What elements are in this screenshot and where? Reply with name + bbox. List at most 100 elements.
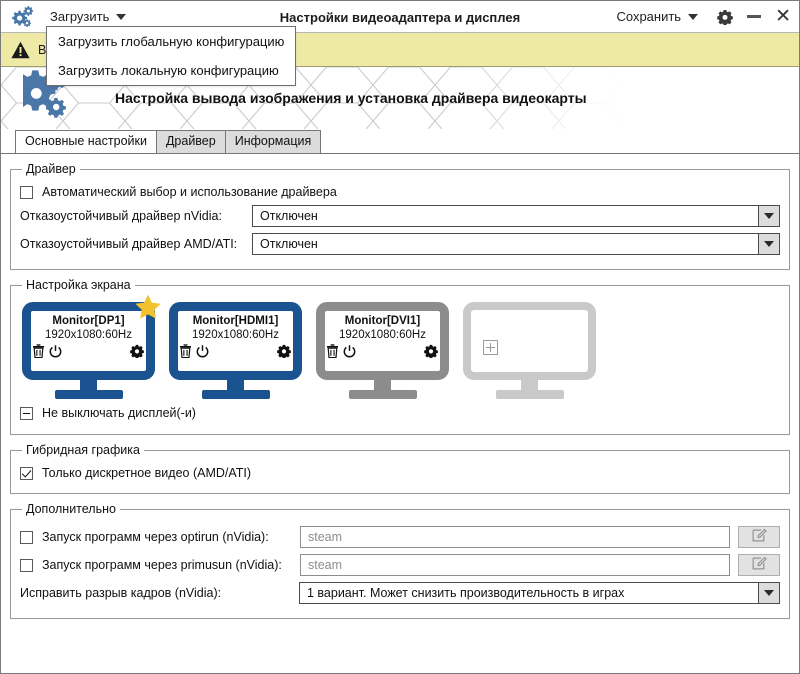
tearing-fix-select[interactable]: 1 вариант. Может снизить производительно… — [299, 582, 780, 604]
chevron-down-icon — [688, 13, 699, 20]
tab-information[interactable]: Информация — [224, 130, 322, 153]
hybrid-graphics-group: Гибридная графика Только дискретное виде… — [10, 443, 790, 494]
power-icon[interactable] — [343, 344, 356, 361]
titlebar-actions: Сохранить ✕ — [611, 6, 791, 27]
minimize-icon — [747, 15, 762, 18]
warning-text: В — [38, 42, 47, 57]
optirun-edit-button[interactable] — [738, 526, 780, 548]
gears-icon — [9, 5, 35, 29]
monitor-actions — [178, 343, 293, 361]
monitor-stand-neck — [227, 380, 244, 391]
auto-driver-checkbox[interactable] — [20, 185, 33, 199]
tab-driver[interactable]: Драйвер — [155, 130, 226, 153]
tearing-fix-label: Исправить разрыв кадров (nVidia): — [20, 586, 222, 600]
monitor-frame — [169, 302, 302, 380]
trash-icon[interactable] — [326, 344, 339, 361]
monitor-stand-neck — [374, 380, 391, 391]
save-menu-button[interactable]: Сохранить — [611, 6, 703, 27]
monitor-name: Monitor[HDMI1] — [192, 315, 279, 327]
chevron-down-icon — [758, 234, 779, 254]
power-icon[interactable] — [49, 344, 62, 361]
primusrun-input[interactable]: steam — [300, 554, 730, 576]
monitor-actions — [325, 343, 440, 361]
nvidia-fallback-select[interactable]: Отключен — [252, 205, 780, 227]
monitor-stand-base — [496, 390, 564, 399]
auto-driver-label: Автоматический выбор и использование дра… — [42, 185, 337, 199]
monitor-stand-base — [349, 390, 417, 399]
discrete-only-checkbox[interactable] — [20, 466, 33, 480]
title-bar: Загрузить Настройки видеоадаптера и дисп… — [1, 1, 799, 86]
save-menu-label: Сохранить — [616, 9, 682, 24]
primusrun-edit-button[interactable] — [738, 554, 780, 576]
screen-group-legend: Настройка экрана — [26, 278, 131, 292]
minimize-button[interactable] — [747, 15, 762, 18]
load-menu-label: Загрузить — [50, 9, 110, 24]
auto-driver-row[interactable]: Автоматический выбор и использование дра… — [20, 185, 780, 199]
trash-icon[interactable] — [32, 344, 45, 361]
monitor-card[interactable]: Monitor[DP1] 1920x1080:60Hz — [22, 294, 161, 399]
additional-group-legend: Дополнительно — [26, 502, 116, 516]
optirun-label: Запуск программ через optirun (nVidia): — [42, 530, 269, 544]
load-menu-button[interactable]: Загрузить — [45, 6, 131, 27]
nvidia-fallback-value: Отключен — [260, 209, 318, 223]
driver-group: Драйвер Автоматический выбор и использов… — [10, 162, 790, 270]
monitor-add-card[interactable] — [463, 302, 596, 399]
monitor-resolution: 1920x1080:60Hz — [339, 329, 426, 341]
monitor-list: Monitor[DP1] 1920x1080:60Hz — [20, 294, 780, 400]
power-icon[interactable] — [196, 344, 209, 361]
primusrun-label: Запуск программ через primusun (nVidia): — [42, 558, 282, 572]
chevron-down-icon — [758, 583, 779, 603]
primusrun-checkbox[interactable] — [20, 558, 33, 572]
tab-bar: Основные настройки Драйвер Информация — [1, 129, 799, 153]
amd-fallback-select[interactable]: Отключен — [252, 233, 780, 255]
monitor-stand-base — [202, 390, 270, 399]
monitor-stand-base — [55, 390, 123, 399]
no-blank-display-label: Не выключать дисплей(-и) — [42, 406, 196, 420]
menu-item-local-config[interactable]: Загрузить локальную конфигурацию — [58, 63, 279, 78]
amd-fallback-row: Отказоустойчивый драйвер AMD/ATI: Отключ… — [20, 233, 780, 255]
monitor-card[interactable]: Monitor[DVI1] 1920x1080:60Hz — [316, 302, 449, 399]
pencil-edit-icon — [752, 528, 767, 546]
tearing-fix-value: 1 вариант. Может снизить производительно… — [307, 586, 625, 600]
close-icon: ✕ — [775, 6, 791, 27]
monitor-resolution: 1920x1080:60Hz — [45, 329, 132, 341]
load-dropdown-menu: Загрузить глобальную конфигурацию Загруз… — [46, 26, 297, 86]
close-button[interactable]: ✕ — [775, 7, 791, 26]
optirun-row: Запуск программ через optirun (nVidia): … — [20, 526, 780, 548]
trash-icon[interactable] — [179, 344, 192, 361]
additional-group: Дополнительно Запуск программ через opti… — [10, 502, 790, 619]
discrete-only-label: Только дискретное видео (AMD/ATI) — [42, 466, 252, 480]
chevron-down-icon — [758, 206, 779, 226]
menu-item-global-config[interactable]: Загрузить глобальную конфигурацию — [58, 34, 285, 49]
screen-settings-group: Настройка экрана Monito — [10, 278, 790, 435]
monitor-frame — [316, 302, 449, 380]
monitor-resolution: 1920x1080:60Hz — [192, 329, 279, 341]
gear-icon[interactable] — [130, 344, 144, 361]
plus-icon[interactable] — [483, 340, 498, 355]
star-icon — [134, 293, 162, 321]
tearing-fix-row: Исправить разрыв кадров (nVidia): 1 вари… — [20, 582, 780, 604]
no-blank-display-row[interactable]: Не выключать дисплей(-и) — [20, 406, 780, 420]
pencil-edit-icon — [752, 556, 767, 574]
optirun-input[interactable]: steam — [300, 526, 730, 548]
banner-title: Настройка вывода изображения и установка… — [115, 90, 587, 106]
amd-fallback-value: Отключен — [260, 237, 318, 251]
nvidia-fallback-label: Отказоустойчивый драйвер nVidia: — [20, 209, 222, 223]
primusrun-row: Запуск программ через primusun (nVidia):… — [20, 554, 780, 576]
gear-icon[interactable] — [424, 344, 438, 361]
no-blank-display-checkbox[interactable] — [20, 406, 33, 420]
monitor-actions — [31, 343, 146, 361]
tab-main-settings[interactable]: Основные настройки — [15, 130, 157, 153]
optirun-checkbox[interactable] — [20, 530, 33, 544]
discrete-only-row[interactable]: Только дискретное видео (AMD/ATI) — [20, 466, 780, 480]
gear-icon[interactable] — [277, 344, 291, 361]
warning-triangle-icon — [11, 41, 30, 59]
monitor-stand-neck — [80, 380, 97, 391]
monitor-card[interactable]: Monitor[HDMI1] 1920x1080:60Hz — [169, 302, 302, 399]
settings-button[interactable] — [717, 9, 733, 25]
monitor-name: Monitor[DP1] — [52, 315, 125, 327]
driver-group-legend: Драйвер — [26, 162, 76, 176]
monitor-screen-content: Monitor[HDMI1] 1920x1080:60Hz — [178, 311, 293, 371]
monitor-stand-neck — [521, 380, 538, 391]
